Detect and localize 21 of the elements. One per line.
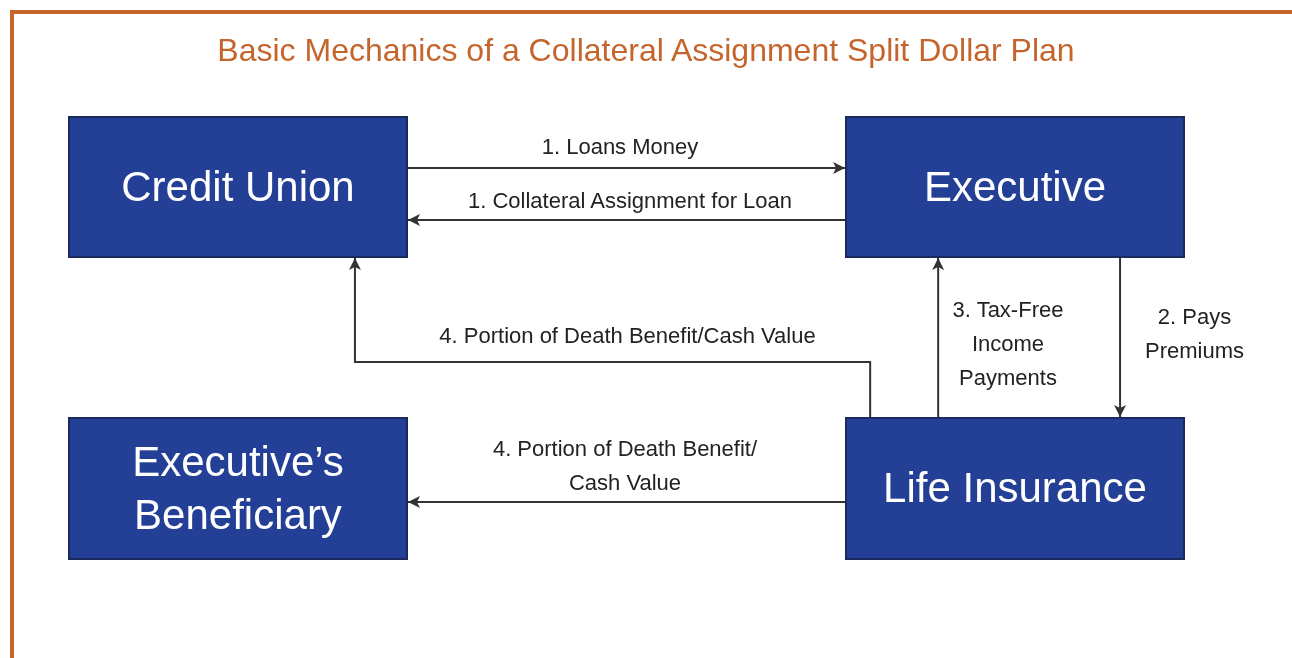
diagram-title: Basic Mechanics of a Collateral Assignment Split Dollar Plan bbox=[216, 32, 1076, 69]
box-label: Credit Union bbox=[121, 161, 355, 212]
arrow bbox=[407, 213, 846, 226]
edge-label: 4. Portion of Death Benefit/ Cash Value bbox=[491, 435, 759, 497]
entity-box bbox=[68, 116, 408, 258]
box-label: Executive bbox=[923, 161, 1107, 212]
edge-label: 1. Collateral Assignment for Loan bbox=[466, 187, 794, 215]
edge-label: 3. Tax-Free Income Payments bbox=[951, 296, 1065, 392]
box-label: Life Insurance bbox=[883, 463, 1147, 514]
entity-box bbox=[68, 417, 408, 560]
edge-label: 1. Loans Money bbox=[540, 133, 700, 161]
box-label: Executive’s Beneficiary bbox=[131, 437, 345, 540]
arrow bbox=[348, 257, 872, 418]
arrow bbox=[407, 161, 846, 174]
arrow bbox=[407, 495, 846, 508]
edge-label: 4. Portion of Death Benefit/Cash Value bbox=[438, 322, 817, 350]
arrow bbox=[1114, 257, 1127, 418]
entity-box bbox=[845, 417, 1185, 560]
edge-label: 2. Pays Premiums bbox=[1144, 303, 1245, 365]
entity-box bbox=[845, 116, 1185, 258]
arrow bbox=[932, 257, 945, 418]
